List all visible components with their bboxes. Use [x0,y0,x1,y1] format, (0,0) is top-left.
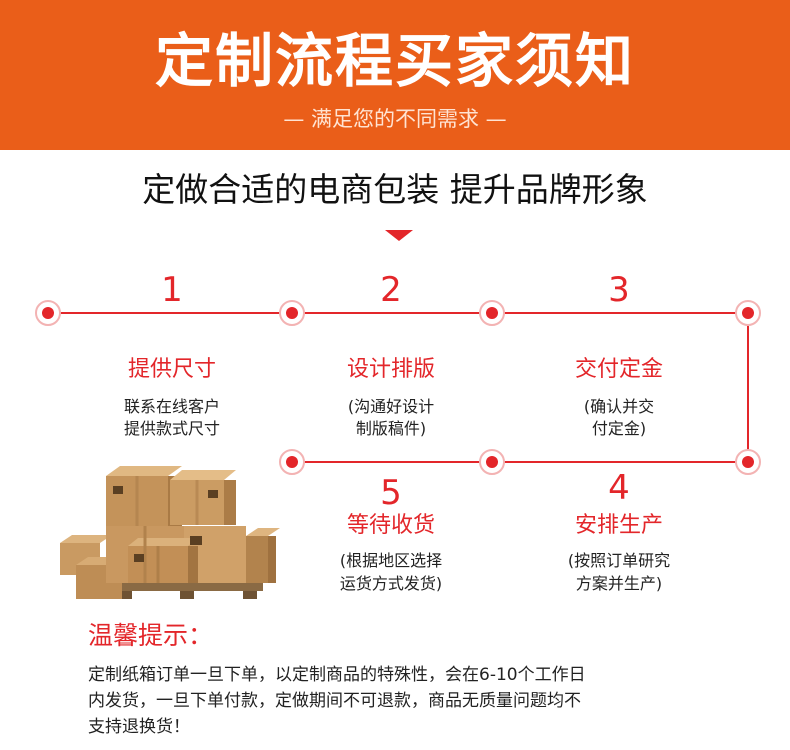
step-3-title: 交付定金 [574,357,663,382]
tip-title: 温馨提示： [88,621,214,650]
step-4-number: 4 [608,468,630,508]
step-1-number: 1 [161,270,183,310]
flow-node [479,449,505,475]
step-3-number: 3 [608,270,630,310]
banner-subtitle: — 满足您的不同需求 — [283,107,507,131]
step-1-desc-line2: 提供款式尺寸 [123,419,220,438]
step-2-title: 设计排版 [346,357,435,382]
flow-node [735,449,761,475]
cardboard-boxes-image [60,466,280,599]
step-5-desc-line1: (根据地区选择 [339,551,443,570]
step-4-desc-line1: (按照订单研究 [567,551,671,570]
tip-line-2: 内发货，一旦下单付款，定做期间不可退款，商品无质量问题均不 [88,691,581,711]
flow-node [35,300,61,326]
flow-node [279,449,305,475]
step-3-desc-line2: 付定金) [591,419,647,438]
step-2-number: 2 [380,270,402,310]
tip-line-1: 定制纸箱订单一旦下单，以定制商品的特殊性，会在6-10个工作日 [88,665,586,685]
step-2-desc-line1: (沟通好设计 [347,397,435,416]
tip-line-3: 支持退换货！ [88,717,190,737]
flow-node [479,300,505,326]
tip-body: 定制纸箱订单一旦下单，以定制商品的特殊性，会在6-10个工作日 内发货，一旦下单… [88,662,738,740]
header-banner: 定制流程买家须知 — 满足您的不同需求 — [0,0,790,150]
flow-node [279,300,305,326]
step-1-desc-line1: 联系在线客户 [123,397,220,416]
step-1-title: 提供尺寸 [127,357,216,382]
step-5-title: 等待收货 [346,513,435,538]
headline: 定做合适的电商包装 提升品牌形象 [142,170,648,209]
down-arrow-icon [385,230,413,241]
flow-node [735,300,761,326]
step-5-number: 5 [380,473,402,513]
step-5-desc-line2: 运货方式发货) [339,574,443,593]
step-3-desc-line1: (确认并交 [583,397,655,416]
step-4-title: 安排生产 [574,513,663,538]
step-4-desc-line2: 方案并生产) [575,574,663,593]
step-2-desc-line2: 制版稿件) [355,419,427,438]
banner-title: 定制流程买家须知 [154,27,635,95]
